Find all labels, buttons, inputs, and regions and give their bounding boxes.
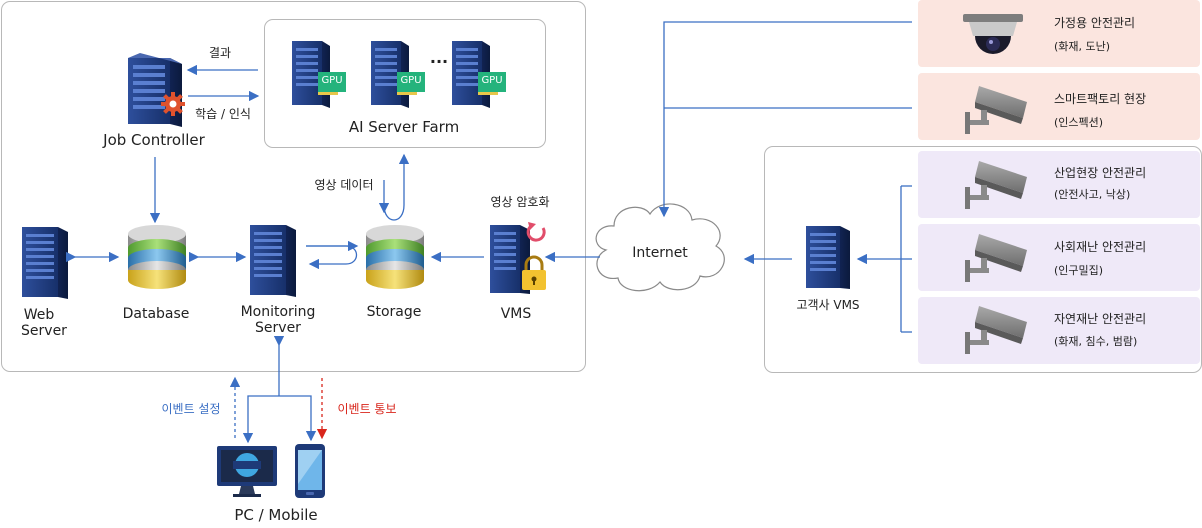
video-encryption-label: 영상 암호화: [490, 195, 550, 209]
pc-monitor-icon: [217, 446, 277, 497]
camera-sub-home: (화재, 도난): [1054, 40, 1111, 53]
monitoring-label-2: Server: [255, 320, 301, 336]
gpu-server-1-icon: [292, 41, 346, 108]
gpu-server-3-icon: [452, 41, 506, 108]
gpu-server-2-icon: [371, 41, 425, 108]
video-data-arrow: [383, 153, 410, 221]
camera-box-home: [918, 0, 1200, 67]
camera-sub-smart-factory: (인스펙션): [1054, 116, 1104, 129]
mobile-phone-icon: [295, 444, 325, 498]
database-label: Database: [122, 306, 190, 322]
bullet-camera-icon-4: [965, 306, 1027, 354]
database-icon: [128, 225, 186, 289]
home-camera-line: [658, 21, 912, 218]
learn-recognize-label: 학습 / 인식: [195, 107, 251, 121]
bullet-camera-icon-1: [965, 86, 1027, 134]
ellipsis-label: ...: [429, 48, 449, 67]
monitoring-label-1: Monitoring: [240, 304, 316, 320]
pc-mobile-label: PC / Mobile: [234, 506, 318, 524]
internet-label: Internet: [632, 245, 688, 261]
dome-camera-icon: [963, 14, 1023, 54]
gpu-label-3: GPU: [481, 75, 503, 86]
gear-icon: [161, 92, 185, 116]
web-server-icon: [22, 227, 68, 299]
gpu-label-1: GPU: [321, 75, 343, 86]
storage-label: Storage: [366, 304, 422, 320]
internet-cloud-icon: [595, 203, 725, 292]
customer-vms-server-icon: [806, 226, 850, 289]
web-server-label-2: Server: [21, 323, 67, 339]
ai-server-farm-label: AI Server Farm: [348, 118, 460, 136]
camera-sub-social: (인구밀집): [1054, 264, 1104, 277]
camera-title-industrial: 산업현장 안전관리: [1054, 166, 1147, 180]
refresh-icon: [526, 222, 546, 242]
lock-icon: [522, 255, 546, 290]
camera-title-natural: 자연재난 안전관리: [1054, 312, 1147, 326]
vms-label: VMS: [500, 306, 532, 322]
web-server-label-1: Web: [23, 307, 55, 323]
camera-sub-natural: (화재, 침수, 범람): [1054, 335, 1138, 348]
camera-sub-industrial: (안전사고, 낙상): [1054, 188, 1131, 201]
event-notify-label: 이벤트 통보: [337, 402, 397, 416]
to-mobile-arrow: [279, 395, 317, 442]
bullet-camera-icon-3: [965, 234, 1027, 282]
camera-title-smart-factory: 스마트팩토리 현장: [1054, 92, 1147, 106]
to-pc-arrow: [242, 395, 279, 444]
customer-vms-label: 고객사 VMS: [796, 298, 860, 312]
camera-title-social: 사회재난 안전관리: [1054, 240, 1147, 254]
bullet-camera-icon-2: [965, 161, 1027, 209]
video-data-label: 영상 데이터: [314, 178, 374, 192]
storage-icon: [366, 225, 424, 289]
gpu-label-2: GPU: [400, 75, 422, 86]
job-controller-label: Job Controller: [103, 131, 205, 149]
monitoring-server-icon: [250, 225, 296, 297]
camera-title-home: 가정용 안전관리: [1054, 16, 1136, 30]
monitoring-storage-arrow: [306, 245, 358, 270]
event-setting-label: 이벤트 설정: [161, 402, 221, 416]
result-label: 결과: [208, 46, 232, 60]
